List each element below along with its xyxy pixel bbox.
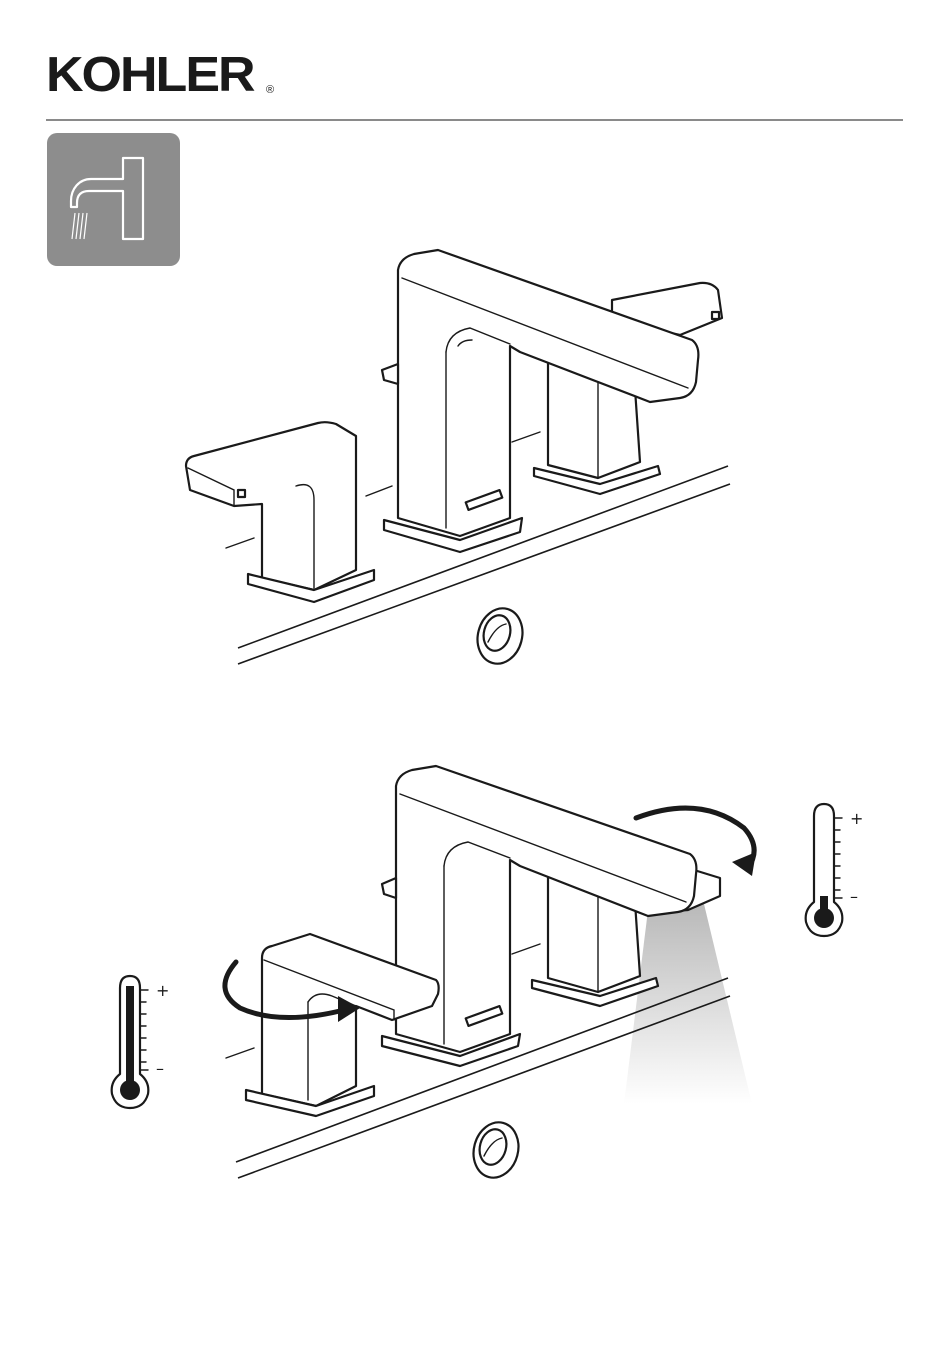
water-stream	[624, 904, 752, 1104]
thermometer-icon: + –	[806, 804, 864, 936]
step-2-water-flowing: + – + –	[112, 766, 864, 1183]
thermometer-plus-label: +	[850, 809, 863, 828]
drain-icon	[472, 603, 529, 668]
drain-icon	[468, 1117, 525, 1182]
step-1-faucet-off	[186, 250, 730, 669]
thermometer-plus-label: +	[156, 981, 169, 1000]
left-handle-closed	[186, 422, 374, 602]
thermometer-icon: + –	[112, 976, 170, 1108]
thermometer-minus-label: –	[156, 1059, 164, 1078]
thermometer-minus-label: –	[850, 887, 858, 906]
